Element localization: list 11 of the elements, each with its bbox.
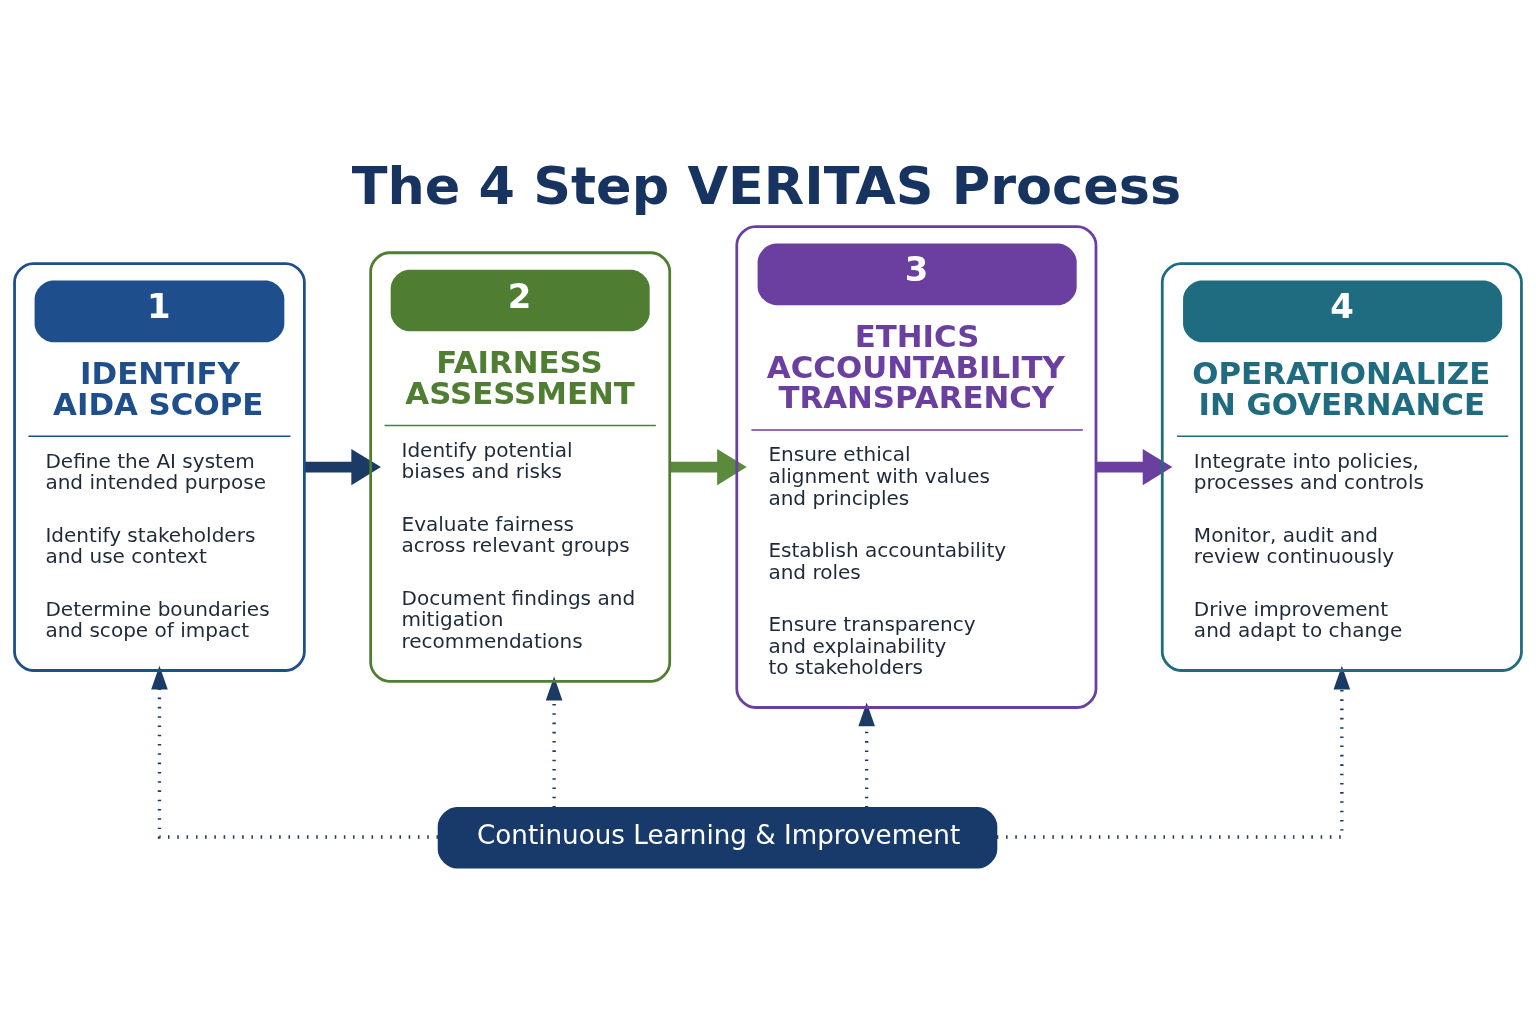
diagram-title: The 4 Step VERITAS Process [351, 154, 1182, 216]
node-box: Continuous Learning & Improvement [437, 806, 998, 869]
node-box: 3 ETHICS ACCOUNTABILITY TRANSPARENCY Ensure ethical alignment with values and principles Establish accountability and roles Ensure transparency and explainability to stakeholders [735, 224, 1098, 709]
node-box: 4 OPERATIONALIZE IN GOVERNANCE Integrate into policies, processes and controls Monitor, audit and review continuously Drive improvement and adapt to change [1160, 261, 1523, 672]
node-box: 2 FAIRNESS ASSESSMENT Identify potential biases and risks Evaluate fairness across relevant groups Document findings and mitigation recommendations [369, 250, 672, 683]
arrow [669, 448, 747, 485]
arrow [304, 448, 381, 485]
arrow [151, 665, 439, 839]
arrow [996, 665, 1351, 839]
node-box: 1 IDENTIFY AIDA SCOPE Define the AI system and intended purpose Identify stakeholders and use context Determine boundaries and scope of impact [13, 261, 306, 672]
arrow [1096, 448, 1173, 485]
